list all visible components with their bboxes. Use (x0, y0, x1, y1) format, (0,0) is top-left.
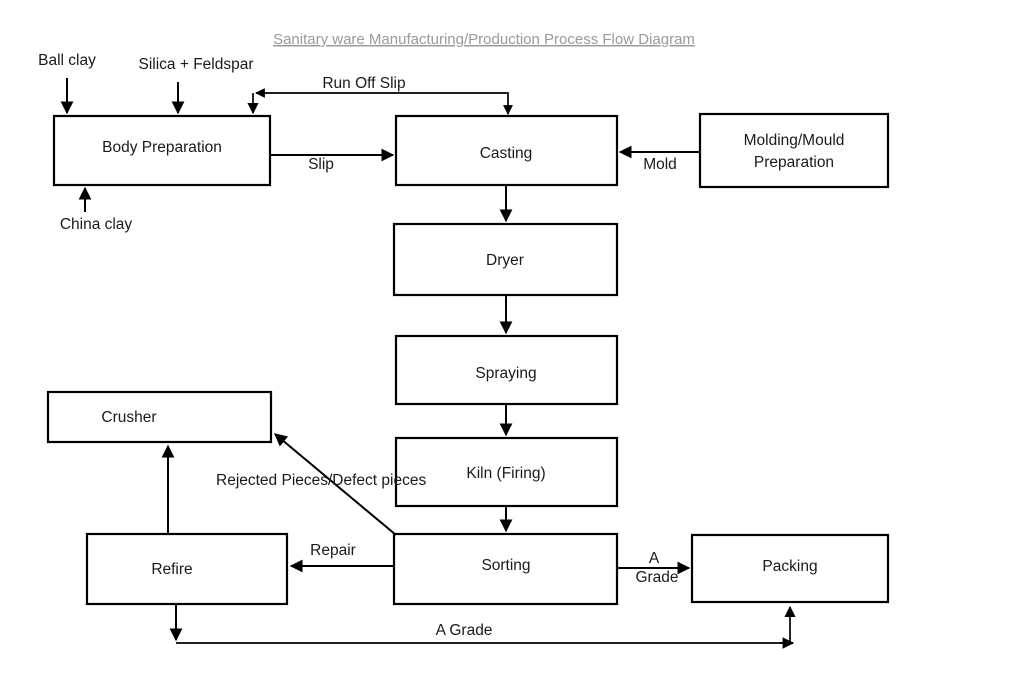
node-molding-mould-preparation-label-line2: Preparation (754, 154, 834, 171)
node-refire-label: Refire (151, 561, 192, 578)
input-label-ball-clay: Ball clay (38, 52, 96, 69)
node-molding-mould-preparation-label-line1: Molding/Mould (744, 132, 845, 149)
page-title: Sanitary ware Manufacturing/Production P… (273, 31, 695, 48)
node-refire[interactable]: Refire (85, 532, 289, 606)
arrow-sorting-to-crusher-rejected (274, 433, 397, 536)
node-dryer[interactable]: Dryer (392, 222, 619, 297)
node-crusher-box (46, 390, 273, 444)
node-spraying-label: Spraying (475, 365, 536, 382)
node-molding-mould-preparation-box (698, 112, 890, 189)
node-body-preparation[interactable]: Body Preparation (52, 114, 272, 187)
edge-label-slip: Slip (308, 156, 334, 173)
node-dryer-box (392, 222, 619, 297)
node-crusher[interactable]: Crusher (46, 390, 273, 444)
node-body-preparation-box (52, 114, 272, 187)
node-sorting[interactable]: Sorting (392, 532, 619, 606)
edge-label-run-off-slip: Run Off Slip (322, 75, 405, 92)
node-casting-box (394, 114, 619, 187)
node-sorting-label: Sorting (481, 557, 530, 574)
edge-label-mold: Mold (643, 156, 677, 173)
node-dryer-label: Dryer (486, 252, 524, 269)
node-casting[interactable]: Casting (394, 114, 619, 187)
node-casting-label: Casting (480, 145, 533, 162)
edge-label-a-grade-bottom: A Grade (436, 622, 493, 639)
node-body-preparation-label: Body Preparation (102, 139, 222, 156)
node-molding-mould-preparation[interactable]: Molding/Mould Preparation (698, 112, 890, 189)
node-packing-box (690, 533, 890, 604)
edge-label-repair: Repair (310, 542, 356, 559)
node-spraying[interactable]: Spraying (394, 334, 619, 406)
arrow-casting-run-off-slip-to-body-preparation (255, 88, 513, 115)
edge-label-rejected-pieces: Rejected Pieces/Defect pieces (216, 472, 426, 489)
edge-label-a-grade-top-line2: Grade (635, 569, 678, 586)
node-packing[interactable]: Packing (690, 533, 890, 604)
node-kiln-firing-label: Kiln (Firing) (466, 465, 545, 482)
input-label-silica-feldspar: Silica + Feldspar (138, 56, 253, 73)
node-packing-label: Packing (762, 558, 817, 575)
input-label-china-clay: China clay (60, 216, 133, 233)
node-refire-box (85, 532, 289, 606)
node-sorting-box (392, 532, 619, 606)
edge-label-a-grade-top-line1: A (649, 550, 660, 567)
node-crusher-label: Crusher (101, 409, 156, 426)
node-kiln-firing[interactable]: Kiln (Firing) (394, 436, 619, 508)
